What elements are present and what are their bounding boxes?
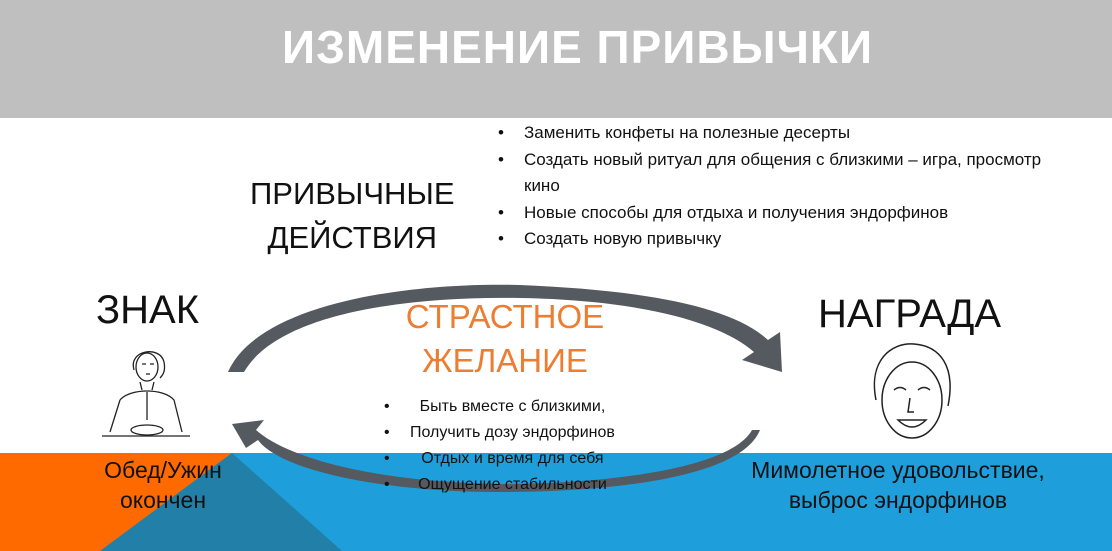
- woman-eating-illustration: [102, 351, 190, 437]
- list-item: Получить дозу эндорфинов: [374, 420, 615, 446]
- top-arrow-icon: [228, 284, 782, 372]
- craving-heading: СТРАСТНОЕ ЖЕЛАНИЕ: [380, 295, 630, 383]
- cue-caption-line1: Обед/Ужин: [104, 457, 222, 483]
- cue-caption: Обед/Ужин окончен: [90, 455, 236, 515]
- list-item: Отдых и время для себя: [374, 446, 615, 472]
- page-title: ИЗМЕНЕНИЕ ПРИВЫЧКИ: [282, 21, 874, 73]
- list-item: Заменить конфеты на полезные десерты: [488, 120, 1068, 147]
- craving-line1: СТРАСТНОЕ: [405, 298, 605, 335]
- routine-line2: ДЕЙСТВИЯ: [267, 220, 438, 255]
- routine-list: Заменить конфеты на полезные десерты Соз…: [488, 120, 1068, 253]
- reward-caption-line1: Мимолетное удовольствие,: [751, 457, 1045, 483]
- routine-line1: ПРИВЫЧНЫЕ: [250, 176, 455, 211]
- cue-caption-line2: окончен: [119, 487, 207, 513]
- cue-label: ЗНАК: [96, 288, 200, 332]
- list-item: Создать новую привычку: [488, 226, 1068, 253]
- smiling-face-illustration: [873, 343, 951, 439]
- reward-caption-line2: выброс эндорфинов: [788, 487, 1008, 513]
- reward-caption: Мимолетное удовольствие, выброс эндорфин…: [748, 455, 1048, 515]
- list-item: Создать новый ритуал для общения с близк…: [488, 147, 1048, 200]
- list-item: Ощущение стабильности: [374, 472, 615, 498]
- reward-label: НАГРАДА: [818, 292, 1002, 336]
- list-item: Быть вместе с близкими,: [374, 394, 615, 420]
- title-bar: [0, 0, 1112, 118]
- craving-line2: ЖЕЛАНИЕ: [422, 342, 588, 379]
- bottom-arrow-icon: [232, 420, 760, 492]
- routine-heading: ПРИВЫЧНЫЕ ДЕЙСТВИЯ: [250, 172, 455, 260]
- craving-list: Быть вместе с близкими, Получить дозу эн…: [374, 394, 615, 498]
- list-item: Новые способы для отдыха и получения энд…: [488, 200, 1068, 227]
